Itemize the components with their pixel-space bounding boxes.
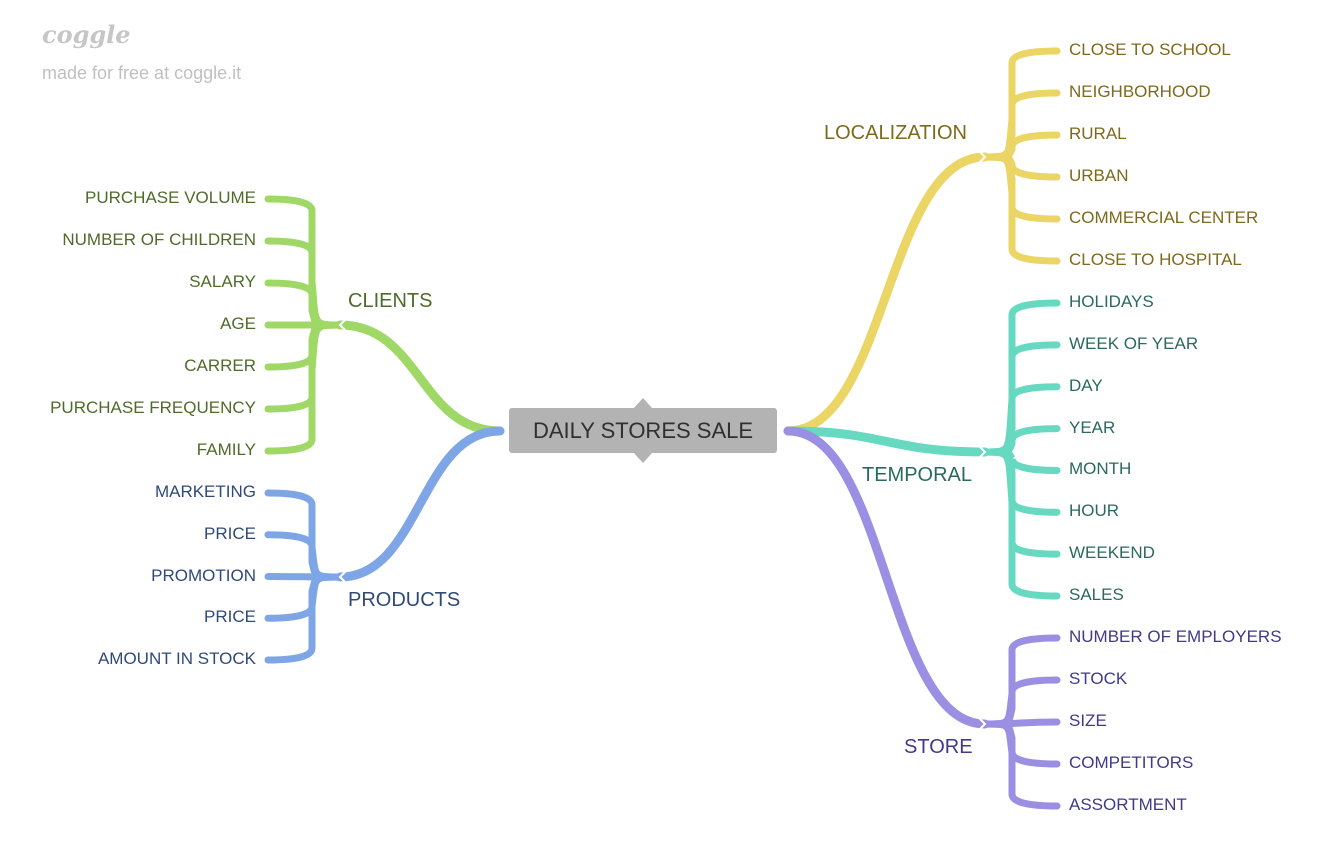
localization-leaf-label[interactable]: CLOSE TO HOSPITAL [1069, 250, 1242, 269]
root-node-top-arrow [633, 398, 653, 409]
store-leaf-connector [981, 720, 1061, 810]
temporal-leaf-connector [981, 448, 1061, 600]
clients-leaf-label[interactable]: SALARY [189, 272, 256, 291]
localization-leaf-connector [981, 89, 1061, 161]
localization-leaf-label[interactable]: NEIGHBORHOOD [1069, 82, 1211, 101]
products-leaf-label[interactable]: PRICE [204, 607, 256, 627]
localization-leaf-connector [981, 153, 1061, 265]
coggle-logo[interactable]: coggle [42, 20, 131, 49]
temporal-leaf-label[interactable]: MONTH [1069, 459, 1132, 479]
products-leaf-connector [264, 531, 344, 581]
temporal-branch-label[interactable]: TEMPORAL [862, 464, 973, 486]
temporal-leaf-label[interactable]: HOLIDAYS [1069, 292, 1154, 311]
localization-hub-chevron-icon [978, 150, 987, 164]
clients-leaf-label[interactable]: FAMILY [196, 440, 256, 459]
localization-leaf-label[interactable]: COMMERCIAL CENTER [1069, 208, 1259, 227]
products-leaf-label[interactable]: AMOUNT IN STOCK [97, 649, 256, 668]
temporal-leaf-connector [981, 448, 1061, 516]
localization-leaf-label[interactable]: RURAL [1069, 124, 1127, 143]
temporal-leaf-label[interactable]: SALES [1069, 585, 1124, 605]
products-leaf-label[interactable]: PRICE [204, 523, 256, 543]
store-leaf-connector [981, 720, 1061, 768]
store-leaf-connector [981, 676, 1061, 728]
store-main-connector [783, 426, 990, 729]
temporal-leaf-label[interactable]: HOUR [1069, 501, 1120, 521]
temporal-leaf-connector [981, 425, 1061, 456]
clients-leaf-label[interactable]: AGE [220, 314, 256, 333]
localization-branch-label[interactable]: LOCALIZATION [824, 122, 967, 144]
store-leaf-label[interactable]: ASSORTMENT [1069, 795, 1187, 814]
temporal-leaf-label[interactable]: WEEKEND [1069, 543, 1155, 563]
clients-leaf-label[interactable]: PURCHASE VOLUME [85, 188, 256, 207]
clients-leaf-connector [264, 195, 344, 329]
store-branch-label[interactable]: STORE [904, 736, 973, 758]
clients-leaf-connector [264, 321, 344, 455]
products-branch-label[interactable]: PRODUCTS [348, 589, 461, 611]
temporal-leaf-connector [981, 383, 1061, 456]
products-leaf-label[interactable]: MARKETING [154, 482, 256, 501]
clients-hub-chevron-icon [338, 318, 347, 332]
products-hub-chevron-icon [338, 570, 347, 584]
store-leaf-label[interactable]: SIZE [1069, 711, 1107, 730]
localization-leaf-label[interactable]: URBAN [1069, 166, 1129, 185]
products-leaf-label[interactable]: PROMOTION [151, 565, 256, 585]
clients-leaf-connector [264, 321, 344, 371]
clients-leaf-connector [264, 279, 344, 329]
clients-leaf-label[interactable]: CARRER [184, 356, 256, 375]
root-node-bottom-arrow [633, 452, 653, 463]
temporal-main-connector [783, 426, 990, 457]
temporal-leaf-label[interactable]: WEEK OF YEAR [1069, 333, 1199, 353]
store-leaf-label[interactable]: STOCK [1069, 669, 1128, 688]
clients-leaf-label[interactable]: PURCHASE FREQUENCY [50, 398, 256, 417]
products-main-connector [335, 426, 505, 582]
clients-leaf-label[interactable]: NUMBER OF CHILDREN [62, 230, 256, 249]
store-hub-chevron-icon [978, 717, 987, 731]
temporal-hub-chevron-icon [978, 445, 987, 459]
localization-main-connector [783, 152, 990, 436]
products-leaf-connector [264, 573, 344, 622]
store-leaf-label[interactable]: NUMBER OF EMPLOYERS [1069, 627, 1282, 646]
clients-main-connector [335, 320, 505, 436]
coggle-tagline[interactable]: made for free at coggle.it [42, 63, 242, 83]
products-leaf-connector [264, 573, 344, 664]
temporal-leaf-label[interactable]: YEAR [1069, 417, 1116, 437]
localization-leaf-connector [981, 153, 1061, 223]
temporal-leaf-label[interactable]: DAY [1069, 375, 1103, 395]
store-leaf-label[interactable]: COMPETITORS [1069, 753, 1194, 772]
localization-leaf-label[interactable]: CLOSE TO SCHOOL [1069, 40, 1231, 59]
clients-branch-label[interactable]: CLIENTS [348, 290, 433, 312]
root-node[interactable]: DAILY STORES SALE [509, 408, 777, 453]
